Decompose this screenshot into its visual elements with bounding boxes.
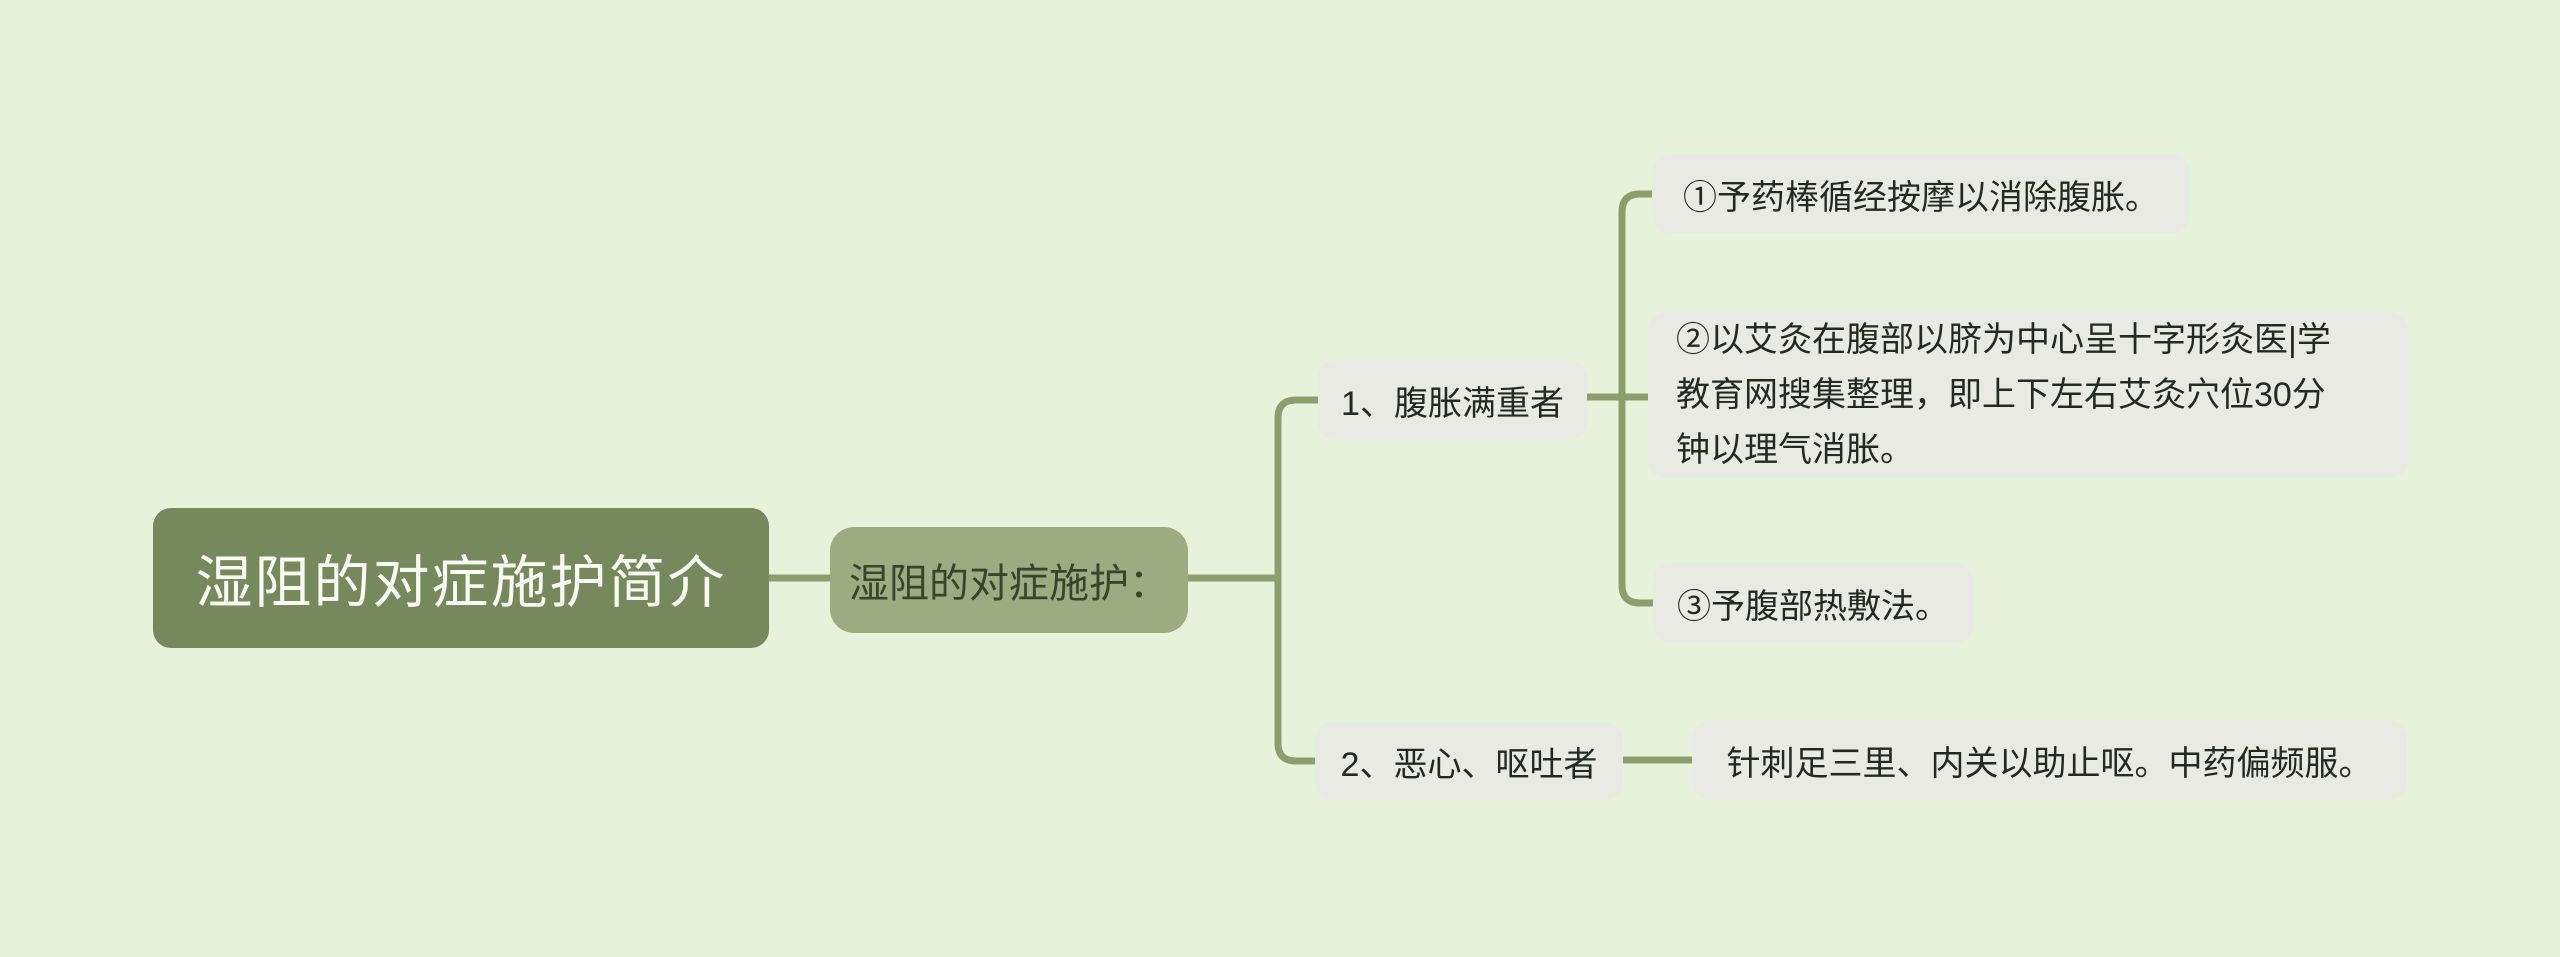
root-node-label: 湿阻的对症施护简介 [195,551,727,615]
connector-branch-spine [1274,396,1324,765]
leaf-node-1-label: ①予药棒循经按摩以消除腹胀。 [1683,178,2159,217]
branch-node-1: 1、腹胀满重者 [1318,360,1587,440]
topic-node: 湿阻的对症施护： [830,527,1188,633]
leaf-node-4-label: 针刺足三里、内关以助止呕。中药偏频服。 [1726,744,2373,783]
leaf-node-1: ①予药棒循经按摩以消除腹胀。 [1652,155,2190,233]
leaf-node-2: ②以艾灸在腹部以脐为中心呈十字形灸医|学 教育网搜集整理，即上下左右艾灸穴位30… [1648,312,2408,478]
leaf-node-3: ③予腹部热敷法。 [1653,563,1973,643]
branch-node-1-label: 1、腹胀满重者 [1341,384,1564,423]
connector-leaf-spine [1618,190,1661,607]
topic-node-label: 湿阻的对症施护： [849,562,1169,606]
branch-node-2: 2、恶心、呕吐者 [1315,722,1623,800]
leaf-node-2-line-3: 钟以理气消胀。 [1676,430,1914,469]
leaf-node-2-line-2: 教育网搜集整理，即上下左右艾灸穴位30分 [1676,375,2326,414]
leaf-node-2-line-1: ②以艾灸在腹部以脐为中心呈十字形灸医|学 [1676,320,2331,359]
leaf-node-3-label: ③予腹部热敷法。 [1677,587,1949,626]
root-node: 湿阻的对症施护简介 [153,508,769,648]
branch-node-2-label: 2、恶心、呕吐者 [1340,745,1598,784]
leaf-node-4: 针刺足三里、内关以助止呕。中药偏频服。 [1692,720,2407,800]
